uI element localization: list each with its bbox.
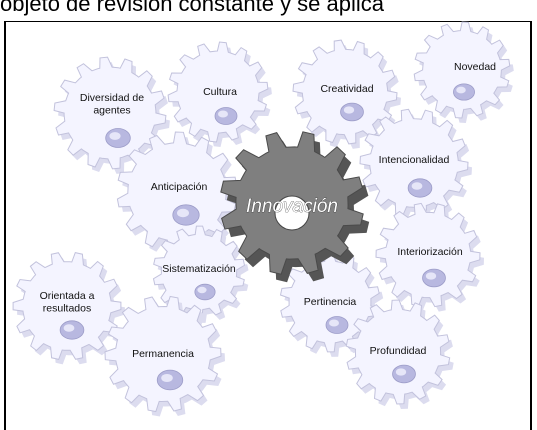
gear-body xyxy=(375,202,481,308)
gear-body xyxy=(279,251,381,353)
gear-cultura: Cultura xyxy=(167,41,272,147)
gear-hole-highlight xyxy=(329,319,339,327)
gear-body xyxy=(12,252,122,360)
gear-label-permanencia: Permanencia xyxy=(132,348,194,360)
gear-label-creatividad: Creatividad xyxy=(320,83,373,95)
gear-body xyxy=(167,41,269,143)
gear-pertinencia: Pertinencia xyxy=(279,251,384,357)
gear-hole-highlight xyxy=(218,110,228,118)
center-gear-label: Innovación xyxy=(246,196,338,217)
gear-label-cultura: Cultura xyxy=(203,86,237,98)
gear-label-profundidad: Profundidad xyxy=(370,345,427,357)
gear-interiorizacion: Interiorización xyxy=(375,202,484,312)
center-gear-innovacion: Innovación xyxy=(220,131,370,283)
center-gear-hole xyxy=(274,195,310,231)
gear-label-orientada: resultados xyxy=(43,302,91,314)
gear-hole-highlight xyxy=(395,368,407,376)
gear-hole-highlight xyxy=(343,106,355,114)
gear-label-diversidad: agentes xyxy=(93,104,130,116)
gear-label-anticipacion: Anticipación xyxy=(151,181,208,193)
gear-novedad: Novedad xyxy=(413,21,514,123)
gear-label-orientada: Orientada a xyxy=(40,290,95,302)
gear-body xyxy=(292,39,398,145)
gear-hole-highlight xyxy=(161,373,173,383)
gear-hole-highlight xyxy=(177,208,189,218)
gear-hole-highlight xyxy=(63,324,75,332)
gear-body xyxy=(345,299,451,405)
gear-body xyxy=(104,295,222,413)
gear-label-intencionalidad: Intencionalidad xyxy=(379,154,450,166)
gear-hole-highlight xyxy=(456,86,466,94)
gear-intencionalidad: Intencionalidad xyxy=(359,108,472,222)
gear-permanencia: Permanencia xyxy=(104,295,225,417)
gear-body xyxy=(413,21,511,119)
gear-label-novedad: Novedad xyxy=(454,61,496,73)
gear-label-diversidad: Diversidad de xyxy=(80,92,144,104)
gear-label-pertinencia: Pertinencia xyxy=(304,296,357,308)
gear-body xyxy=(152,225,246,319)
header-text: objeto de revisión constante y se aplica xyxy=(0,0,385,16)
gear-profundidad: Profundidad xyxy=(345,299,454,409)
gear-anticipacion: Anticipación xyxy=(116,131,241,257)
gear-hole-highlight xyxy=(197,286,207,294)
gear-creatividad: Creatividad xyxy=(292,39,401,149)
gear-hole-highlight xyxy=(411,182,423,190)
gear-label-sistematizacion: Sistematización xyxy=(162,263,236,275)
gear-label-interiorizacion: Interiorización xyxy=(397,246,463,258)
gear-hole-highlight xyxy=(425,272,437,280)
gear-hole-highlight xyxy=(109,132,121,140)
gear-sistematizacion: Sistematización xyxy=(152,225,249,323)
